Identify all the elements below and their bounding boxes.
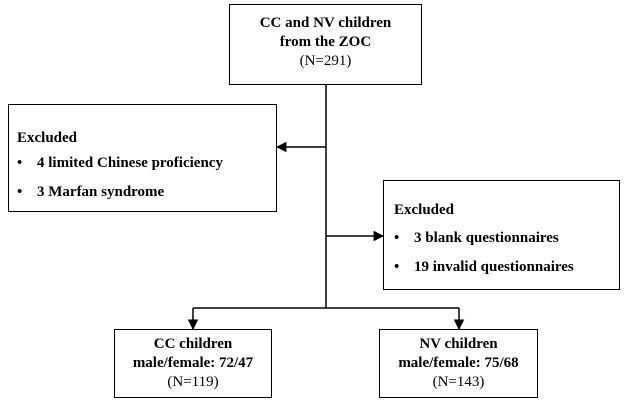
excluded-right-box: Excluded 3 blank questionnaires 19 inval… [383, 180, 620, 290]
top-box: CC and NV children from the ZOC (N=291) [229, 4, 422, 85]
cc-box-title: CC children [153, 336, 233, 352]
top-box-count: (N=291) [299, 53, 352, 69]
excluded-left-item: 3 Marfan syndrome [17, 183, 276, 202]
nv-children-box: NV children male/female: 75/68 (N=143) [379, 329, 538, 398]
nv-box-sex-ratio: male/female: 75/68 [398, 355, 519, 371]
excluded-left-box: Excluded 4 limited Chinese proficiency 3… [8, 104, 277, 212]
cc-box-sex-ratio: male/female: 72/47 [132, 355, 254, 371]
excluded-left-heading: Excluded [17, 130, 78, 146]
excluded-right-list: 3 blank questionnaires 19 invalid questi… [394, 229, 619, 277]
cc-children-box: CC children male/female: 72/47 (N=119) [114, 329, 272, 398]
top-box-title-line1: CC and NV children [259, 15, 392, 31]
cc-box-count: (N=119) [167, 374, 219, 390]
excluded-left-list: 4 limited Chinese proficiency 3 Marfan s… [17, 154, 276, 202]
excluded-right-item: 19 invalid questionnaires [394, 258, 619, 277]
excluded-left-item: 4 limited Chinese proficiency [17, 154, 276, 173]
top-box-title-line2: from the ZOC [279, 34, 372, 50]
nv-box-title: NV children [419, 336, 498, 352]
nv-box-count: (N=143) [432, 374, 485, 390]
excluded-right-item: 3 blank questionnaires [394, 229, 619, 248]
excluded-right-heading: Excluded [394, 202, 455, 218]
